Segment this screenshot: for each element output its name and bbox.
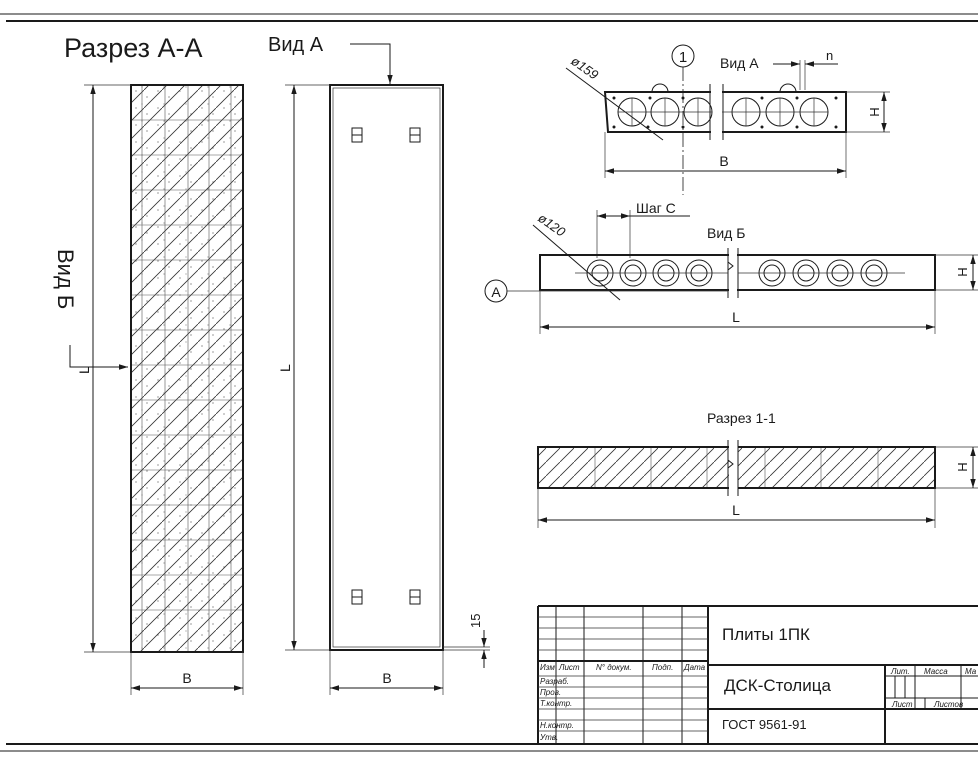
sheet-frame <box>0 13 978 752</box>
top-dim-h-label: H <box>867 107 882 116</box>
dim-n-label: n <box>826 48 833 63</box>
dim-15-label: 15 <box>468 614 483 628</box>
section-dim-h-label: H <box>955 462 970 471</box>
side-dim-h-label: H <box>955 267 970 276</box>
tb-izm: Изм <box>540 663 555 672</box>
side-dim-l-label: L <box>732 309 740 325</box>
tb-razrab: Разраб. <box>540 677 569 686</box>
tb-company: ДСК-Столица <box>724 676 831 695</box>
view-a-small-label: Вид А <box>720 55 759 71</box>
step-c-label: Шаг С <box>636 200 676 216</box>
view-a-label: Вид А <box>268 34 324 56</box>
tb-lit: Лит. <box>890 667 910 676</box>
cross-section-view-a: 1 Вид А n ø159 <box>565 44 890 195</box>
tb-scale: Ма <box>965 667 977 676</box>
mid-dim-l-label: L <box>277 364 293 372</box>
tb-utv: Утв. <box>539 733 558 742</box>
plan-view: Вид А L B 15 <box>268 34 490 695</box>
section-dim-l-label: L <box>732 502 740 518</box>
tb-tkontr: Т.контр. <box>540 699 572 708</box>
tb-doc: N° докум. <box>596 663 632 672</box>
section-a-a-view: Разрез А-А <box>53 33 244 695</box>
section-a-a-title: Разрез А-А <box>64 33 203 63</box>
view-b-label: Вид Б <box>53 249 78 309</box>
mid-dim-b-label: B <box>382 670 391 686</box>
left-dim-l-label: L <box>76 366 92 374</box>
top-dim-b-label: B <box>719 153 728 169</box>
axis-marker-a: A <box>491 284 501 300</box>
section-1-1-view: Разрез 1-1 H L <box>537 410 978 528</box>
tb-list: Лист <box>558 663 580 672</box>
diameter-159-label: ø159 <box>568 53 601 82</box>
left-dim-b-label: B <box>182 670 191 686</box>
tb-mass: Масса <box>924 667 948 676</box>
tb-date: Дата <box>683 663 706 672</box>
lifting-loop-icon <box>351 127 421 605</box>
section-marker-1: 1 <box>679 49 687 66</box>
tb-sheet: Лист <box>891 700 913 709</box>
diameter-120-label: ø120 <box>535 210 569 240</box>
section-1-1-title: Разрез 1-1 <box>707 410 776 426</box>
tb-standard: ГОСТ 9561-91 <box>722 717 807 732</box>
tb-sign: Подп. <box>652 663 673 672</box>
tb-nkontr: Н.контр. <box>540 721 574 730</box>
tb-prov: Пров. <box>540 688 561 697</box>
title-block: Изм Лист N° докум. Подп. Дата Разраб. Пр… <box>537 605 978 744</box>
tb-sheets: Листов <box>933 700 963 709</box>
side-view-b: Шаг С Вид Б ø120 A <box>484 200 978 334</box>
tb-product-title: Плиты 1ПК <box>722 625 810 644</box>
view-b-small-label: Вид Б <box>707 225 745 241</box>
